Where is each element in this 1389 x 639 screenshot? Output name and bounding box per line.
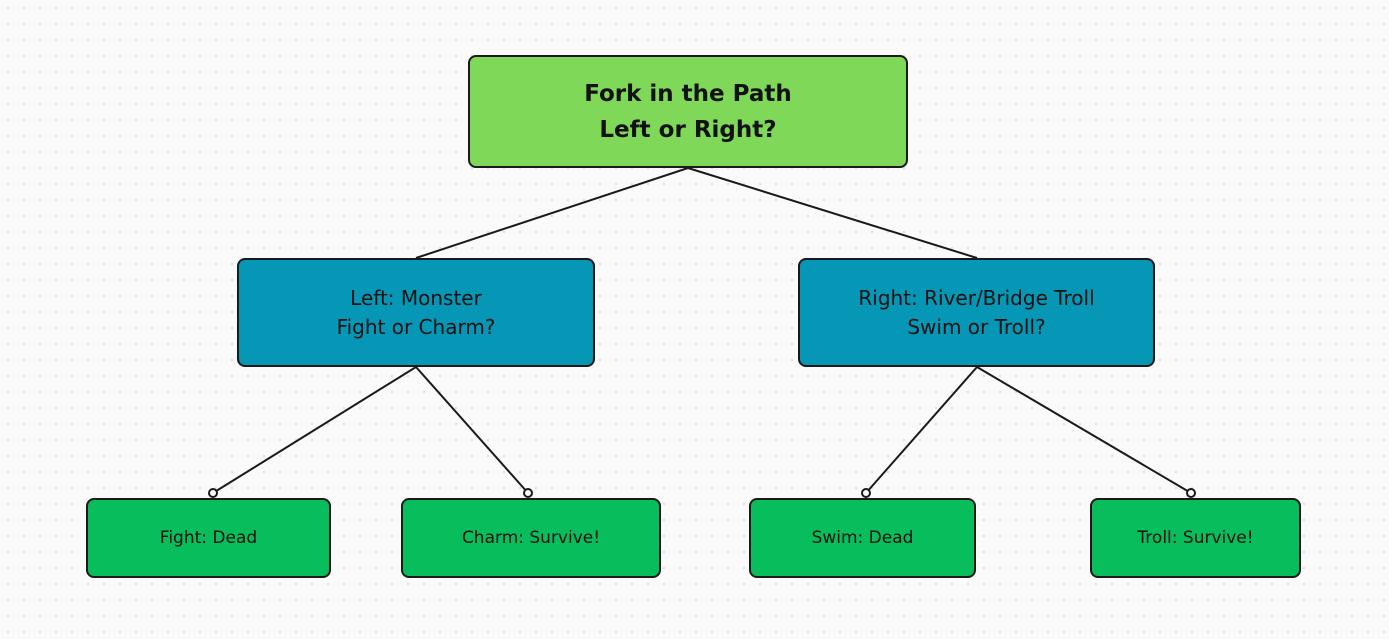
leaf-swim-node[interactable]: Swim: Dead — [749, 498, 976, 578]
edge-left-charm — [415, 366, 529, 494]
left-branch-title: Left: Monster — [350, 285, 482, 310]
edge-right-troll — [976, 366, 1192, 494]
root-title: Fork in the Path — [584, 80, 792, 107]
root-question: Left or Right? — [599, 116, 777, 143]
root-decision-node[interactable]: Fork in the Path Left or Right? — [468, 55, 908, 168]
right-branch-title: Right: River/Bridge Troll — [858, 285, 1095, 310]
leaf-charm-label: Charm: Survive! — [461, 528, 601, 548]
connector-end-swim — [861, 488, 871, 498]
connector-end-charm — [523, 488, 533, 498]
left-branch-node[interactable]: Left: Monster Fight or Charm? — [237, 258, 595, 367]
connector-end-troll — [1186, 488, 1196, 498]
edge-right-swim — [865, 366, 978, 494]
edge-root-right — [687, 167, 978, 259]
right-branch-node[interactable]: Right: River/Bridge Troll Swim or Troll? — [798, 258, 1155, 367]
right-branch-question: Swim or Troll? — [907, 314, 1046, 339]
leaf-fight-label: Fight: Dead — [159, 528, 258, 548]
leaf-swim-label: Swim: Dead — [811, 528, 914, 548]
leaf-charm-node[interactable]: Charm: Survive! — [401, 498, 661, 578]
leaf-troll-label: Troll: Survive! — [1137, 528, 1254, 548]
leaf-troll-node[interactable]: Troll: Survive! — [1090, 498, 1301, 578]
left-branch-question: Fight or Charm? — [336, 314, 496, 339]
edge-left-fight — [212, 366, 417, 494]
leaf-fight-node[interactable]: Fight: Dead — [86, 498, 331, 578]
edge-root-left — [415, 167, 689, 259]
connector-end-fight — [208, 488, 218, 498]
